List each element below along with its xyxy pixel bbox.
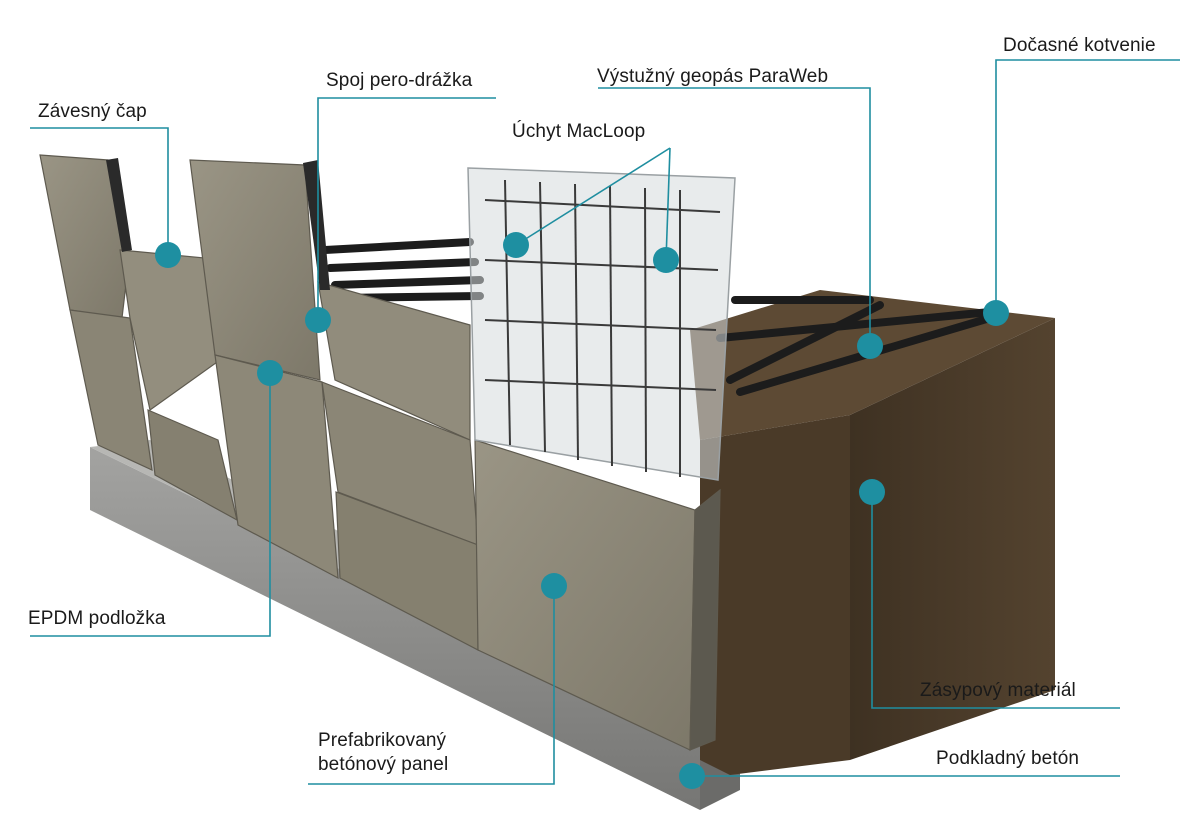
footing-dot [679,763,705,789]
label-macloop: Úchyt MacLoop [512,121,645,143]
tongue-groove-dot [305,307,331,333]
transparent-panel [468,168,735,480]
panel-dot [541,573,567,599]
label-epdm: EPDM podložka [28,608,166,630]
backfill-dot [859,479,885,505]
label-footing: Podkladný betón [936,748,1079,770]
label-precast-panel: Prefabrikovaný betónový panel [318,729,448,777]
label-temp-anchor: Dočasné kotvenie [1003,35,1156,57]
geostrip-dot [857,333,883,359]
label-tongue-groove: Spoj pero-drážka [326,70,472,92]
label-hanger-pin: Závesný čap [38,101,147,123]
hanger-pin-dot [155,242,181,268]
macloop-dot-1 [503,232,529,258]
label-geostrip: Výstužný geopás ParaWeb [597,66,828,88]
temp-anchor-dot [983,300,1009,326]
epdm-dot [257,360,283,386]
macloop-dot-2 [653,247,679,273]
label-precast-panel-line1: Prefabrikovaný [318,729,448,753]
label-precast-panel-line2: betónový panel [318,753,448,777]
label-backfill: Zásypový materiál [920,680,1076,702]
